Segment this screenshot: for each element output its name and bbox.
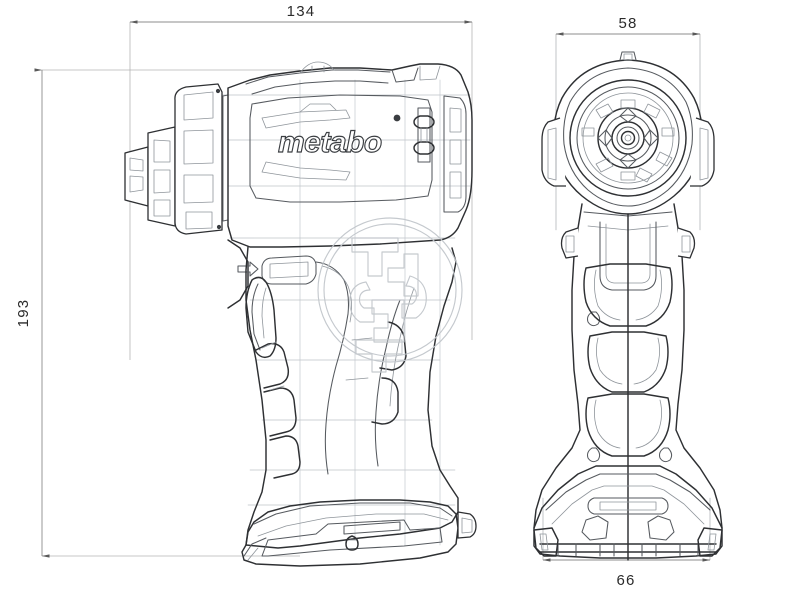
direction-arrow-icon xyxy=(237,261,259,277)
dimension-label-58: 58 xyxy=(618,15,637,32)
side-view: metabo xyxy=(124,61,477,567)
dimension-label-134: 134 xyxy=(287,3,316,20)
front-body xyxy=(533,203,723,561)
handle-and-trigger xyxy=(245,246,459,549)
brand-wordmark: metabo xyxy=(278,126,382,159)
dimension-label-66: 66 xyxy=(616,572,635,589)
front-view-construction-lines xyxy=(542,39,711,557)
tool-logo-watermark xyxy=(317,217,463,373)
gear-selector xyxy=(413,107,435,163)
front-collar xyxy=(174,83,229,235)
direction-switch xyxy=(227,239,317,309)
clutch-ring-markers xyxy=(581,99,675,183)
chuck-assembly xyxy=(124,126,176,227)
motor-housing xyxy=(227,61,473,248)
brand-registered-dot xyxy=(393,114,401,122)
front-chuck xyxy=(541,51,715,215)
front-view xyxy=(533,39,723,561)
dimension-label-193: 193 xyxy=(15,299,32,328)
front-battery-foot xyxy=(533,465,723,559)
dimension-framework xyxy=(34,20,711,562)
battery-pack xyxy=(241,499,477,567)
